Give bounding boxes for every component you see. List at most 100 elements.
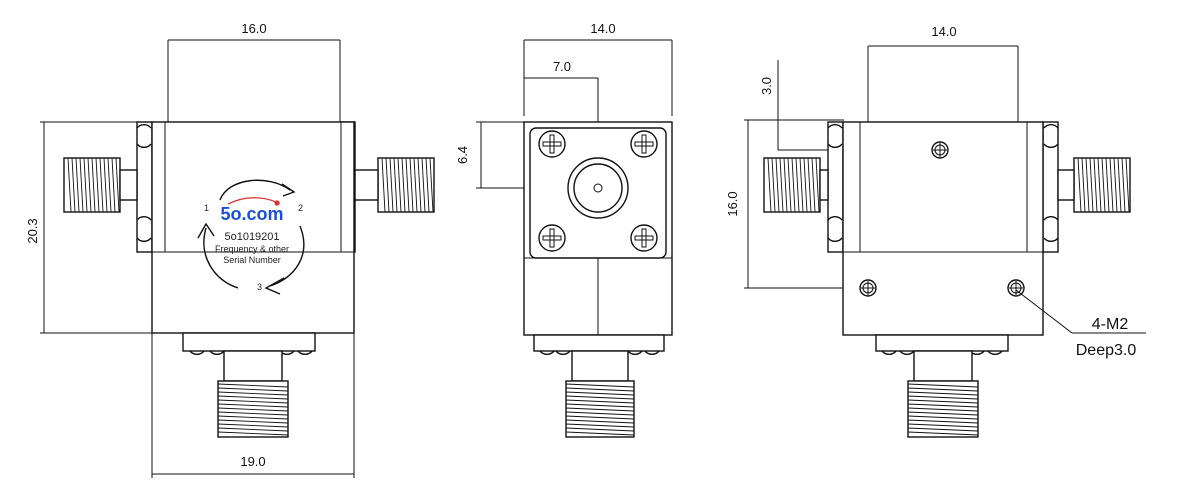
thread-line <box>565 383 635 388</box>
thread-line <box>217 431 289 436</box>
thread-line <box>803 157 808 213</box>
port-2-label: 2 <box>298 203 303 213</box>
thread-line <box>79 157 84 213</box>
thread-line <box>779 157 784 213</box>
back-height-dimension: 16.0 <box>725 191 740 216</box>
thread-line <box>795 157 800 213</box>
thread-line <box>565 403 635 408</box>
thread-line <box>429 157 434 213</box>
front-view: 16.0 20.3 19.0 <box>25 21 435 478</box>
thread-line <box>83 157 88 213</box>
thread-line <box>907 419 979 424</box>
screw-head <box>630 224 658 252</box>
thread-line <box>91 157 96 213</box>
thread-line <box>811 157 816 213</box>
thread-line <box>787 157 792 213</box>
thread-line <box>775 157 780 213</box>
thread-line <box>807 157 812 213</box>
thread-line <box>565 419 635 424</box>
port-1-label: 1 <box>204 203 209 213</box>
screw-slot <box>542 134 562 154</box>
thread-line <box>907 427 979 432</box>
thread-line <box>771 157 776 213</box>
thread-line <box>217 411 289 416</box>
mounting-hole <box>1007 279 1025 297</box>
thread-line <box>565 423 635 428</box>
thread-line <box>421 157 426 213</box>
thread-line <box>217 395 289 400</box>
thread-line <box>1093 157 1098 213</box>
thread-line <box>791 157 796 213</box>
thread-line <box>401 157 406 213</box>
thread-line <box>409 157 414 213</box>
part-number: 5o1019201 <box>224 231 279 243</box>
thread-line <box>565 391 635 396</box>
screw-slot <box>542 228 562 248</box>
thread-line <box>565 411 635 416</box>
thread-line <box>565 395 635 400</box>
thread-line <box>1113 157 1118 213</box>
thread-line <box>95 157 100 213</box>
thread-line <box>565 407 635 412</box>
thread-line <box>907 411 979 416</box>
thread-line <box>217 407 289 412</box>
thread-line <box>67 157 72 213</box>
label-line-2: Serial Number <box>223 255 281 265</box>
thread-line <box>783 157 788 213</box>
thread-line <box>111 157 116 213</box>
thread-line <box>907 395 979 400</box>
thread-line <box>907 399 979 404</box>
thread-line <box>217 419 289 424</box>
thread-line <box>799 157 804 213</box>
thread-line <box>1109 157 1114 213</box>
mounting-hole <box>859 279 877 297</box>
thread-line <box>75 157 80 213</box>
thread-line <box>217 423 289 428</box>
thread-line <box>397 157 402 213</box>
port-3-label: 3 <box>257 282 262 292</box>
back-offset-dimension: 3.0 <box>759 77 774 95</box>
thread-line <box>907 407 979 412</box>
thread-line <box>217 383 289 388</box>
thread-line <box>417 157 422 213</box>
front-height-dimension: 20.3 <box>25 218 40 243</box>
thread-line <box>217 387 289 392</box>
thread-line <box>565 427 635 432</box>
thread-line <box>815 157 820 213</box>
thread-line <box>1085 157 1090 213</box>
thread-line <box>413 157 418 213</box>
thread-line <box>107 157 112 213</box>
thread-line <box>907 415 979 420</box>
thread-line <box>103 157 108 213</box>
hole-callout: 4-M2 <box>1092 316 1129 333</box>
back-view: 14.0 3.0 16.0 <box>725 24 1146 438</box>
thread-line <box>1089 157 1094 213</box>
thread-line <box>405 157 410 213</box>
side-view: 14.0 7.0 6.4 <box>455 21 673 438</box>
thread-line <box>565 415 635 420</box>
front-width-dimension: 16.0 <box>241 21 266 36</box>
thread-line <box>907 387 979 392</box>
thread-line <box>385 157 390 213</box>
thread-line <box>1101 157 1106 213</box>
thread-line <box>217 427 289 432</box>
thread-line <box>1117 157 1122 213</box>
thread-line <box>71 157 76 213</box>
back-width-dimension: 14.0 <box>931 24 956 39</box>
thread-line <box>217 403 289 408</box>
thread-line <box>907 403 979 408</box>
thread-line <box>115 157 120 213</box>
thread-line <box>425 157 430 213</box>
thread-line <box>1077 157 1082 213</box>
circulator-label: 1 2 3 5o.com 5o1019201 Frequency & other… <box>197 179 305 295</box>
thread-line <box>381 157 386 213</box>
thread-line <box>565 399 635 404</box>
thread-line <box>907 383 979 388</box>
thread-line <box>99 157 104 213</box>
thread-line <box>393 157 398 213</box>
label-line-1: Frequency & other <box>215 244 289 254</box>
front-bottom-dimension: 19.0 <box>240 454 265 469</box>
screw-head <box>630 130 658 158</box>
thread-line <box>1125 157 1130 213</box>
